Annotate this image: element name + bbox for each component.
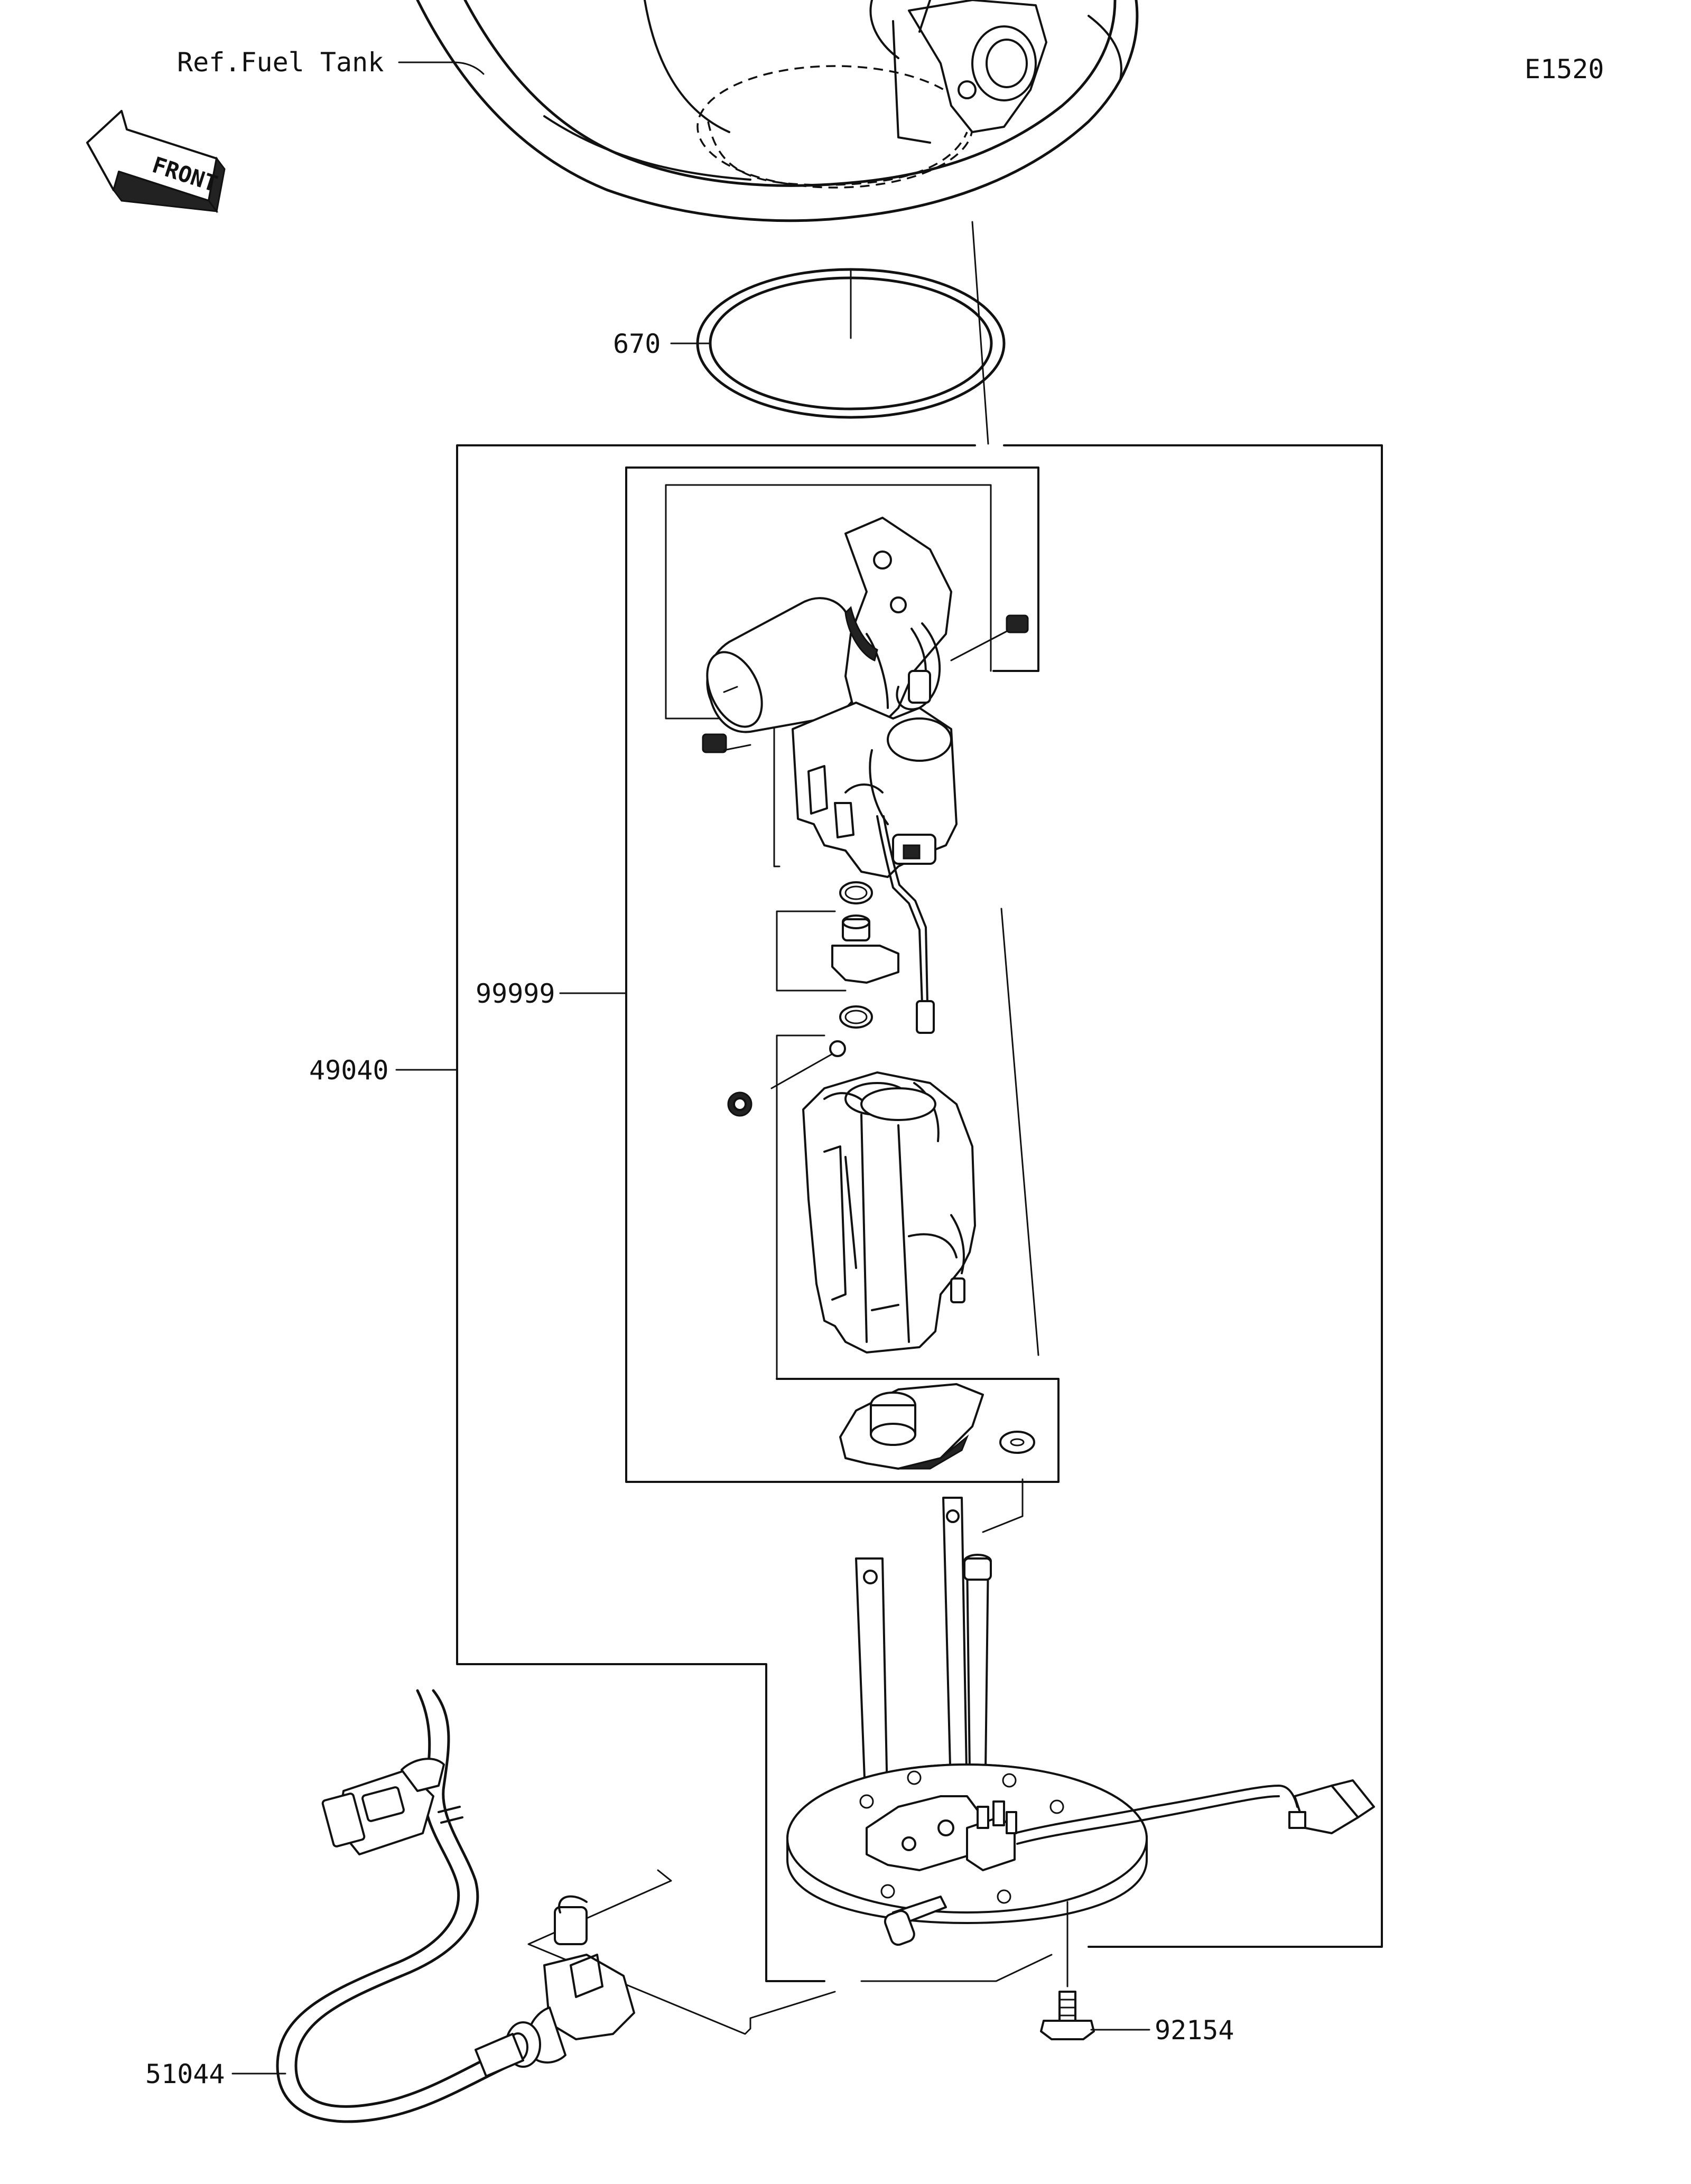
screw-top-left — [702, 733, 751, 753]
o-ring-lower — [839, 1005, 873, 1029]
fuel-hose-51044 — [276, 1689, 635, 2123]
washer-small — [999, 1431, 1035, 1454]
front-direction-arrow: FRONT — [86, 110, 226, 213]
fuel-filter-housing — [802, 1071, 976, 1354]
fuel-pump-motor — [706, 517, 952, 733]
fuel-tank-reference — [416, 0, 1139, 222]
callout-49040: 49040 — [309, 1055, 389, 1086]
screw-filter-left — [727, 1091, 752, 1117]
gasket-670 — [696, 268, 1006, 419]
screw-top-right — [950, 614, 1029, 661]
callout-99999: 99999 — [476, 978, 555, 1009]
pressure-regulator — [831, 914, 899, 984]
callout-670: 670 — [613, 329, 661, 359]
o-ring-upper — [839, 881, 873, 904]
bolt-92154 — [1040, 1901, 1095, 2040]
assembly-box-99999 — [625, 466, 1039, 672]
screw-filter-top — [770, 1040, 846, 1089]
pump-base-flange — [786, 1497, 1375, 1946]
pump-housing-upper — [792, 702, 958, 878]
callout-92154: 92154 — [1155, 2015, 1234, 2046]
callout-51044: 51044 — [145, 2059, 225, 2089]
ref-fuel-tank-label: Ref.Fuel Tank — [177, 47, 384, 78]
strainer-cap — [839, 1383, 984, 1470]
diagram-code: E1520 — [1525, 54, 1604, 85]
assembly-box-49040 — [456, 444, 976, 1982]
